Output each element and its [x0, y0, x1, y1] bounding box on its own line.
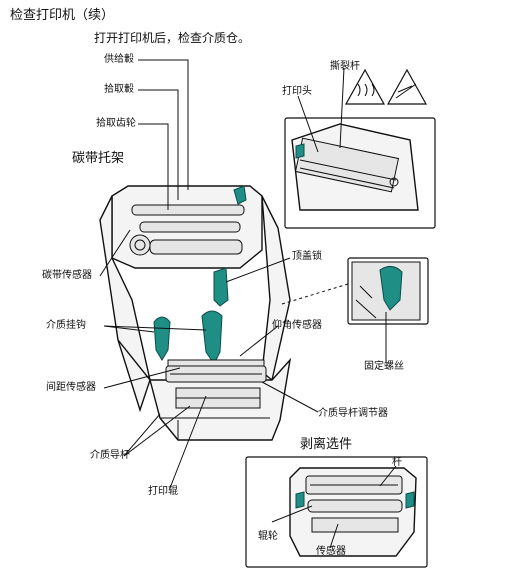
label-peel-sensor: 传感器: [316, 546, 346, 557]
label-take-up-gear: 拾取齿轮: [96, 118, 136, 129]
label-media-hanger: 介质挂钩: [46, 320, 86, 331]
label-supply-spindle: 供给轂: [104, 54, 134, 65]
label-peel-bar: 杆: [392, 457, 402, 468]
label-tear-bar: 撕裂杆: [330, 61, 360, 72]
label-head-up-sensor: 仰角传感器: [272, 320, 322, 331]
label-peel-option: 剥离选件: [300, 437, 353, 452]
label-gap-sensor: 间距传感器: [46, 382, 96, 393]
label-peel-roller: 辊轮: [258, 531, 278, 542]
label-top-cover-lock: 顶盖锁: [292, 251, 322, 262]
label-take-up-spindle: 拾取轂: [104, 84, 134, 95]
page-title: 检查打印机（续）: [10, 8, 115, 23]
label-ribbon-sensor: 碳带传感器: [42, 270, 92, 281]
printer-main-body: [99, 185, 292, 441]
label-media-guides: 介质导杆: [90, 450, 130, 461]
printhead-inset: [284, 117, 436, 229]
label-media-guide-adjuster: 介质导杆调节器: [318, 408, 388, 419]
label-thumb-screw: 固定螺丝: [364, 361, 404, 372]
label-ribbon-carrier: 碳带托架: [72, 151, 125, 166]
thumb-screw-inset: [281, 257, 429, 325]
heat-warning-icon: [344, 68, 386, 105]
label-platen-roller: 打印辊: [148, 486, 178, 497]
label-printhead: 打印头: [282, 86, 312, 97]
leader-lines: [99, 59, 397, 549]
instruction-text: 打开打印机后，检查介质仓。: [94, 31, 251, 45]
pinch-warning-icon: [386, 68, 428, 105]
